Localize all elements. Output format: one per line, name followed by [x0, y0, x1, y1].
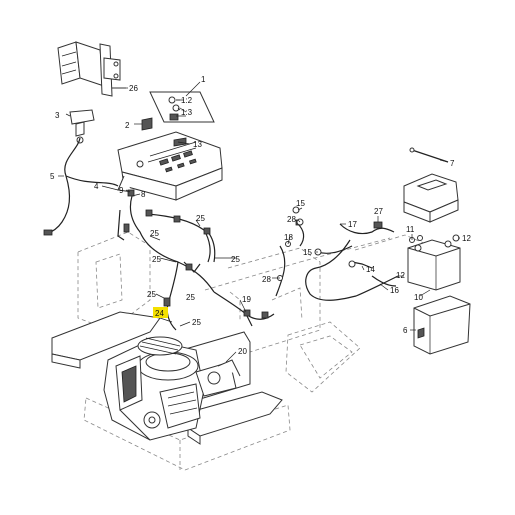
callout-20: 20: [238, 347, 247, 356]
callout-28a: 28: [287, 215, 296, 224]
callout-25g: 25: [192, 318, 201, 327]
callout-14: 14: [366, 265, 375, 274]
callout-25f: 25: [147, 290, 156, 299]
frame-phantom-outline: [59, 231, 441, 471]
part-7-strap: [409, 147, 449, 163]
callout-5: 5: [50, 172, 55, 181]
callout-25b: 25: [196, 214, 205, 223]
callout-3: 3: [55, 111, 60, 120]
callout-26: 26: [129, 84, 138, 93]
callout-1-3: 1:3: [181, 108, 193, 117]
callout-12b: 12: [396, 271, 405, 280]
callout-25c: 25: [152, 255, 161, 264]
engine-assembly: [103, 336, 241, 441]
callout-7: 7: [450, 159, 455, 168]
callout-24: 24: [155, 309, 164, 318]
callout-15b: 15: [303, 248, 312, 257]
battery-cover-7: [403, 173, 459, 223]
callout-15a: 15: [296, 199, 305, 208]
callout-4: 4: [94, 182, 99, 191]
callout-24-highlight: [153, 307, 168, 318]
callout-18: 18: [284, 233, 293, 242]
callout-19: 19: [242, 295, 251, 304]
callout-2: 2: [125, 121, 130, 130]
part-2: [141, 117, 153, 131]
callout-6: 6: [403, 326, 408, 335]
callout-25e: 25: [186, 293, 195, 302]
fender-left: [51, 311, 161, 369]
callout-10: 10: [414, 293, 423, 302]
part-26-assembly: [57, 41, 126, 97]
callout-13: 13: [193, 140, 202, 149]
callout-28b: 28: [262, 275, 271, 284]
wire-harness: [43, 137, 305, 331]
callout-labels: 26 1 1:2 1:3 2 3 13 4 5 9 8 7 11 12 12 1…: [50, 75, 471, 356]
battery-10: [407, 239, 461, 291]
callout-17: 17: [348, 220, 357, 229]
callout-12: 12: [462, 234, 471, 243]
callout-11: 11: [406, 225, 415, 234]
callout-25a: 25: [150, 229, 159, 238]
leader-lines: [58, 81, 460, 363]
part-11-bolt: [409, 235, 423, 243]
callout-8: 8: [141, 190, 146, 199]
part-3-switch: [69, 109, 95, 144]
callout-16: 16: [390, 286, 399, 295]
callout-25d: 25: [231, 255, 240, 264]
battery-tray-6: [413, 295, 471, 355]
callout-9: 9: [119, 186, 124, 195]
console-housing: [117, 131, 223, 201]
callout-27: 27: [374, 207, 383, 216]
part-1-inset: [149, 91, 215, 123]
callout-1-2: 1:2: [181, 96, 193, 105]
callout-1: 1: [201, 75, 206, 84]
